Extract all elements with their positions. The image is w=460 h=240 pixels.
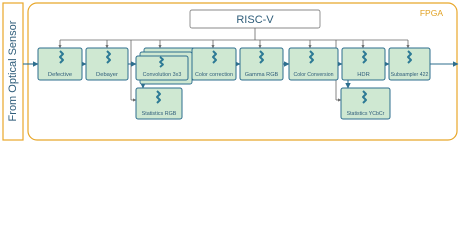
logo-icon [156, 90, 161, 104]
logo-icon [259, 50, 264, 64]
logo-icon [309, 50, 314, 64]
block-label: Debayer [96, 72, 118, 78]
block-label: HDR [357, 72, 370, 78]
risc-v-label: RISC-V [236, 14, 274, 26]
block-gamma-rgb: Gamma RGB [239, 47, 284, 81]
risc-v-box: RISC-V [189, 9, 321, 29]
logo-icon [212, 50, 217, 64]
block-statistics-ycbcr: Statistics YCbCr [340, 87, 391, 120]
block-defective: Defective [37, 47, 83, 81]
optical-sensor-label: From Optical Sensor [7, 20, 19, 121]
block-label: Color correction [195, 72, 233, 78]
fpga-container: FPGA [27, 2, 458, 141]
block-convolution: Convolution 3x3 [135, 55, 189, 81]
logo-icon [59, 50, 64, 64]
block-color-correction: Color correction [191, 47, 237, 81]
block-debayer: Debayer [85, 47, 129, 81]
logo-icon [362, 50, 367, 64]
pipeline-arrows [23, 61, 459, 89]
fpga-label: FPGA [420, 8, 443, 18]
optical-sensor-box: From Optical Sensor [2, 2, 24, 141]
block-label: Defective [48, 72, 72, 78]
block-label: Statistics RGB [142, 111, 177, 117]
isp-pipeline-diagram: From Optical Sensor FPGA RISC-V [2, 2, 459, 141]
logo-icon [407, 50, 412, 64]
block-label: Gamma RGB [245, 72, 279, 78]
block-subsampler: Subsampler 422 [388, 47, 431, 81]
block-hdr: HDR [341, 47, 386, 81]
logo-icon [362, 90, 367, 104]
block-label: Statistics YCbCr [347, 111, 385, 117]
pipeline-blocks: Defective Debayer Convolution 3x3 Color … [37, 47, 431, 120]
block-label: Convolution 3x3 [143, 72, 182, 78]
block-statistics-rgb: Statistics RGB [135, 87, 183, 120]
block-label: Color Conversion [293, 72, 333, 78]
block-color-conversion: Color Conversion [288, 47, 339, 81]
logo-icon [159, 56, 164, 68]
block-label: Subsampler 422 [391, 72, 429, 78]
logo-icon [106, 50, 111, 64]
